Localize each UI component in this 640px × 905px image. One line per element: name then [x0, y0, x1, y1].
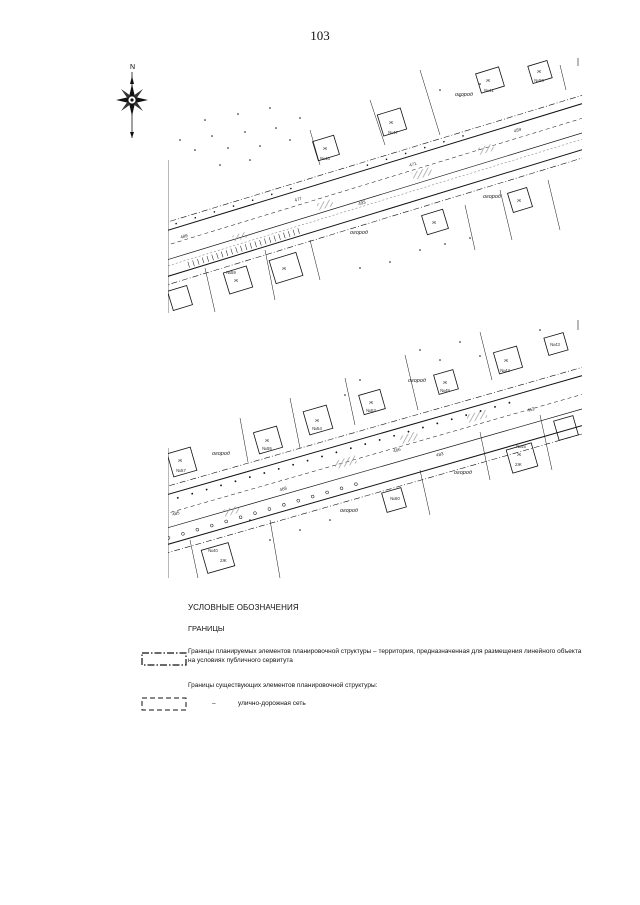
house-number: №43	[550, 342, 560, 347]
house-label: Ж	[443, 380, 448, 385]
house-label: Ж	[315, 418, 320, 423]
house-number: №41	[484, 88, 494, 93]
planned-boundary-text: Границы планируемых элементов планировоч…	[188, 648, 582, 664]
house-number: №45	[516, 444, 526, 449]
survey-label: 483	[435, 451, 444, 458]
house-label: Ж	[517, 198, 522, 203]
house-number: №53	[366, 408, 376, 413]
map-sheet-1: 489 477 471 459 493	[168, 58, 582, 313]
house-number: №49	[440, 388, 450, 393]
survey-label: 468	[279, 485, 288, 492]
survey-label: 452	[527, 406, 536, 413]
survey-label: 471	[409, 161, 418, 168]
garden-label: огород	[454, 470, 472, 476]
house-label: Ж	[265, 438, 270, 443]
survey-label: 493	[358, 199, 367, 206]
house-label: Ж	[486, 78, 491, 83]
house-number: №50	[534, 78, 544, 83]
survey-label: 477	[294, 196, 303, 203]
street-network-text: улично-дорожная сеть	[238, 700, 306, 707]
house-number: №59	[226, 270, 236, 275]
house-label: Ж	[234, 278, 239, 283]
garden-label: огород	[455, 92, 473, 98]
survey-label: 485	[171, 510, 180, 517]
house-label: Ж	[517, 452, 522, 457]
house-number: №46	[320, 156, 330, 161]
house-k2-label: 2Ж	[515, 462, 523, 467]
house-number: №60	[390, 496, 400, 501]
house-number: №47	[388, 130, 398, 135]
house-number: №54	[312, 426, 322, 431]
house-label: Ж	[282, 266, 287, 271]
survey-label: 489	[180, 233, 189, 240]
legend-title: УСЛОВНЫЕ ОБОЗНАЧЕНИЯ	[188, 603, 299, 612]
street-network-symbol	[141, 697, 187, 711]
garden-label: огород	[340, 508, 358, 514]
house-label: Ж	[323, 146, 328, 151]
compass-rose-icon: N	[116, 64, 148, 138]
house-label: Ж	[504, 358, 509, 363]
garden-label: огород	[350, 230, 368, 236]
page-number: 103	[310, 28, 330, 43]
survey-label: 466	[393, 447, 402, 454]
house-number: №55	[262, 446, 272, 451]
house-number: №40	[208, 548, 218, 553]
house-label: Ж	[537, 69, 542, 74]
street-network-dash: –	[212, 700, 216, 707]
planned-boundary-symbol	[141, 652, 187, 666]
map-sheet-2: 485 468 466 452 483 Ж Ж	[168, 320, 582, 578]
house-number: №42	[500, 368, 510, 373]
garden-label: огород	[483, 194, 501, 200]
garden-label: огород	[212, 451, 230, 457]
garden-label: огород	[408, 378, 426, 384]
legend-subtitle: ГРАНИЦЫ	[188, 624, 225, 633]
survey-label: 459	[513, 127, 522, 134]
house-k2-label: 2Ж	[220, 558, 228, 563]
existing-boundary-header: Границы существующих элементов планирово…	[188, 682, 378, 689]
house-label: Ж	[369, 400, 374, 405]
house-label: Ж	[389, 120, 394, 125]
house-number: №57	[176, 468, 186, 473]
house-label: Ж	[178, 458, 183, 463]
north-label: N	[130, 64, 135, 71]
house-label: Ж	[432, 220, 437, 225]
